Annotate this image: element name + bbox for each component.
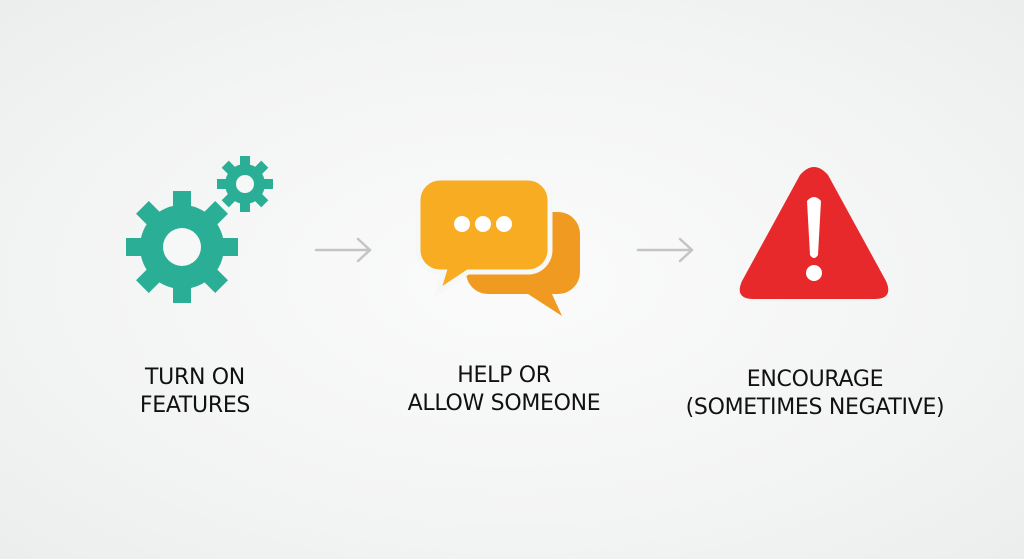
step-2 bbox=[410, 170, 590, 320]
chat-bubbles-icon bbox=[415, 175, 580, 316]
step-1-label-line-2: FEATURES bbox=[139, 393, 251, 418]
gears-icon bbox=[126, 156, 273, 303]
step-1 bbox=[120, 140, 300, 320]
step-1-label-line-1: TURN ON bbox=[145, 365, 245, 390]
step-1-label: TURN ON FEATURES bbox=[100, 364, 290, 420]
arrow-right-icon bbox=[636, 237, 694, 263]
warning-icon bbox=[739, 167, 889, 299]
step-3-label-line-1: ENCOURAGE bbox=[746, 367, 884, 392]
step-2-label: HELP OR ALLOW SOMEONE bbox=[382, 362, 626, 418]
arrow-1 bbox=[312, 236, 374, 264]
step-2-label-line-1: HELP OR bbox=[457, 363, 551, 388]
arrow-2 bbox=[634, 236, 696, 264]
arrow-right-icon bbox=[314, 237, 372, 263]
step-2-label-line-2: ALLOW SOMEONE bbox=[407, 391, 601, 416]
step-3-label: ENCOURAGE (SOMETIMES NEGATIVE) bbox=[680, 366, 950, 422]
step-3-label-line-2: (SOMETIMES NEGATIVE) bbox=[685, 395, 945, 420]
step-3 bbox=[738, 165, 890, 303]
